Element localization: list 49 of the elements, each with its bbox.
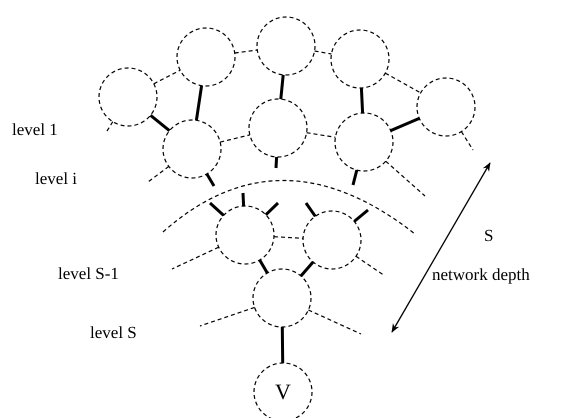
dashed-link (172, 246, 219, 270)
thick-link (194, 85, 204, 121)
thick-link (264, 202, 280, 216)
dashed-link (314, 50, 332, 55)
level-label: level S-1 (58, 265, 119, 282)
dashed-link (306, 132, 336, 138)
dashed-link (308, 309, 362, 335)
dashed-link (385, 160, 426, 196)
thick-link (242, 192, 246, 206)
dashed-link (148, 166, 170, 182)
circle-node (98, 67, 158, 127)
node-label: V (275, 381, 291, 403)
circle-node (252, 268, 312, 328)
circle-node (302, 210, 362, 270)
dashed-link (234, 49, 258, 54)
thick-link (279, 74, 285, 100)
circle-node (256, 16, 316, 76)
dashed-link (274, 236, 304, 239)
level-label: level 1 (12, 121, 58, 138)
thick-link (353, 208, 369, 223)
circle-node (334, 112, 394, 172)
dashed-link (154, 70, 180, 84)
thick-link (390, 117, 420, 132)
circle-node (162, 119, 222, 179)
dashed-link (385, 72, 421, 94)
circle-node (248, 98, 308, 158)
thick-link (304, 202, 317, 218)
circle-node (330, 29, 390, 89)
thick-link (206, 173, 216, 187)
dashed-link (356, 256, 386, 276)
circle-node (215, 205, 275, 265)
level-label: level S (90, 324, 137, 341)
thick-link (280, 326, 284, 364)
dashed-link (200, 306, 255, 327)
depth-label: network depth (432, 266, 530, 283)
circle-node (176, 27, 236, 87)
thick-link (274, 156, 278, 168)
thick-link (360, 88, 364, 114)
thick-link (300, 261, 314, 277)
circle-node (416, 77, 476, 137)
depth-label: S (484, 227, 494, 244)
thick-link (352, 170, 358, 186)
dashed-link (220, 134, 250, 143)
thick-link (150, 114, 170, 132)
thick-link (208, 202, 225, 216)
thick-link (258, 259, 269, 274)
dashed-link (460, 131, 474, 150)
level-label: level i (35, 170, 78, 187)
dashed-link (106, 121, 114, 132)
